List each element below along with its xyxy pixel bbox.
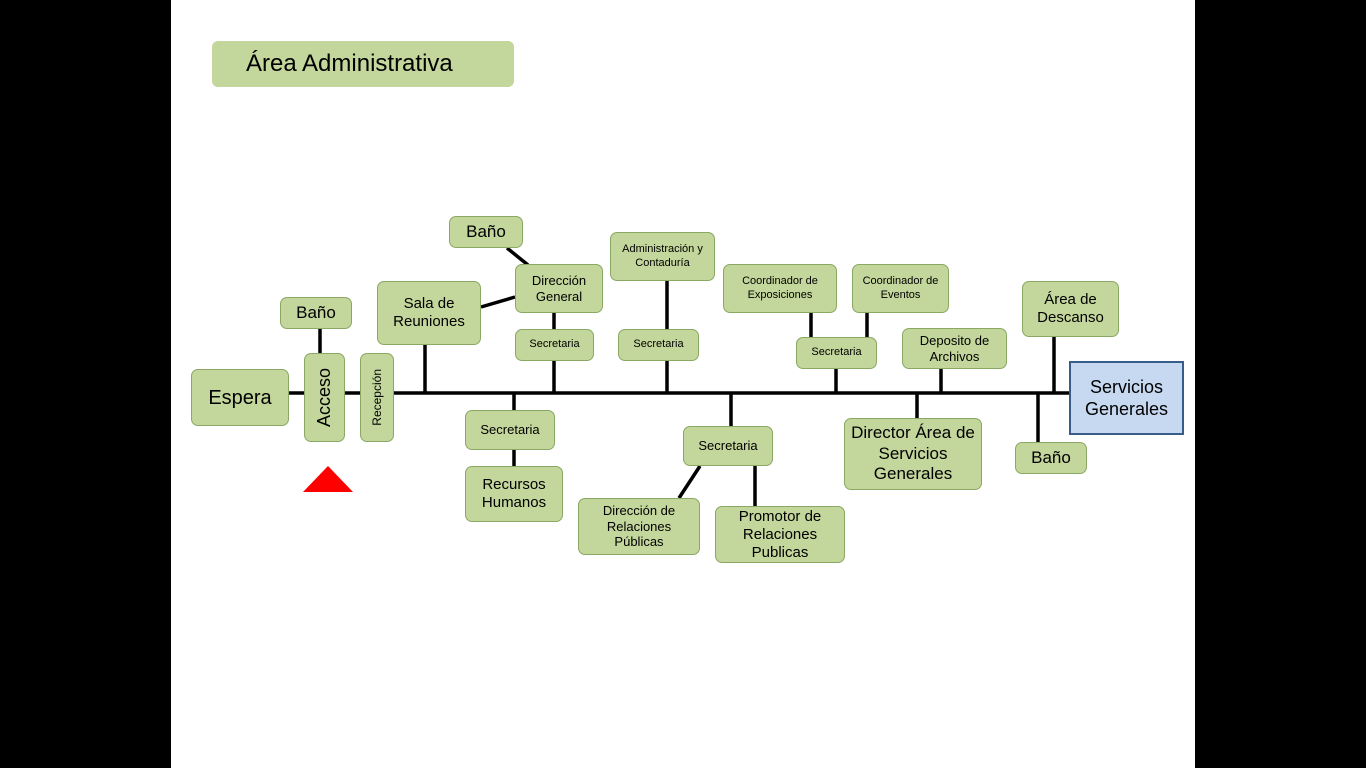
connector-sala-direccion xyxy=(480,295,516,309)
room-administracion: Administración y Contaduría xyxy=(610,232,715,281)
room-promotor-rp: Promotor de Relaciones Publicas xyxy=(715,506,845,563)
room-recursos-humanos: Recursos Humanos xyxy=(465,466,563,522)
room-deposito-archivos: Deposito de Archivos xyxy=(902,328,1007,369)
room-bano-1: Baño xyxy=(280,297,352,329)
room-secretaria-rh: Secretaria xyxy=(465,410,555,450)
page-title: Área Administrativa xyxy=(212,41,514,87)
room-director-servicios: Director Área de Servicios Generales xyxy=(844,418,982,490)
room-servicios-generales: Servicios Generales xyxy=(1069,361,1184,435)
room-direccion-rp: Dirección de Relaciones Públicas xyxy=(578,498,700,555)
room-coord-eventos: Coordinador de Eventos xyxy=(852,264,949,313)
room-secretaria-adm: Secretaria xyxy=(618,329,699,361)
room-recepcion: Recepción xyxy=(360,353,394,442)
slide: Área Administrativa Espera Acceso Recepc… xyxy=(171,0,1195,768)
room-espera: Espera xyxy=(191,369,289,426)
room-acceso: Acceso xyxy=(304,353,345,442)
triangle-up-icon xyxy=(303,466,353,492)
connector-bano-direccion xyxy=(505,246,530,267)
room-secretaria-coord: Secretaria xyxy=(796,337,877,369)
connector-lines xyxy=(289,246,1069,507)
room-area-descanso: Área de Descanso xyxy=(1022,281,1119,337)
connector-direccion-rp xyxy=(677,465,702,499)
room-bano-2: Baño xyxy=(449,216,523,248)
room-acceso-label: Acceso xyxy=(313,367,334,428)
room-recepcion-label: Recepción xyxy=(369,369,384,426)
room-secretaria-dg: Secretaria xyxy=(515,329,594,361)
room-sala-reuniones: Sala de Reuniones xyxy=(377,281,481,345)
room-coord-exposiciones: Coordinador de Exposiciones xyxy=(723,264,837,313)
room-direccion-general: Dirección General xyxy=(515,264,603,313)
room-bano-3: Baño xyxy=(1015,442,1087,474)
room-secretaria-rp: Secretaria xyxy=(683,426,773,466)
